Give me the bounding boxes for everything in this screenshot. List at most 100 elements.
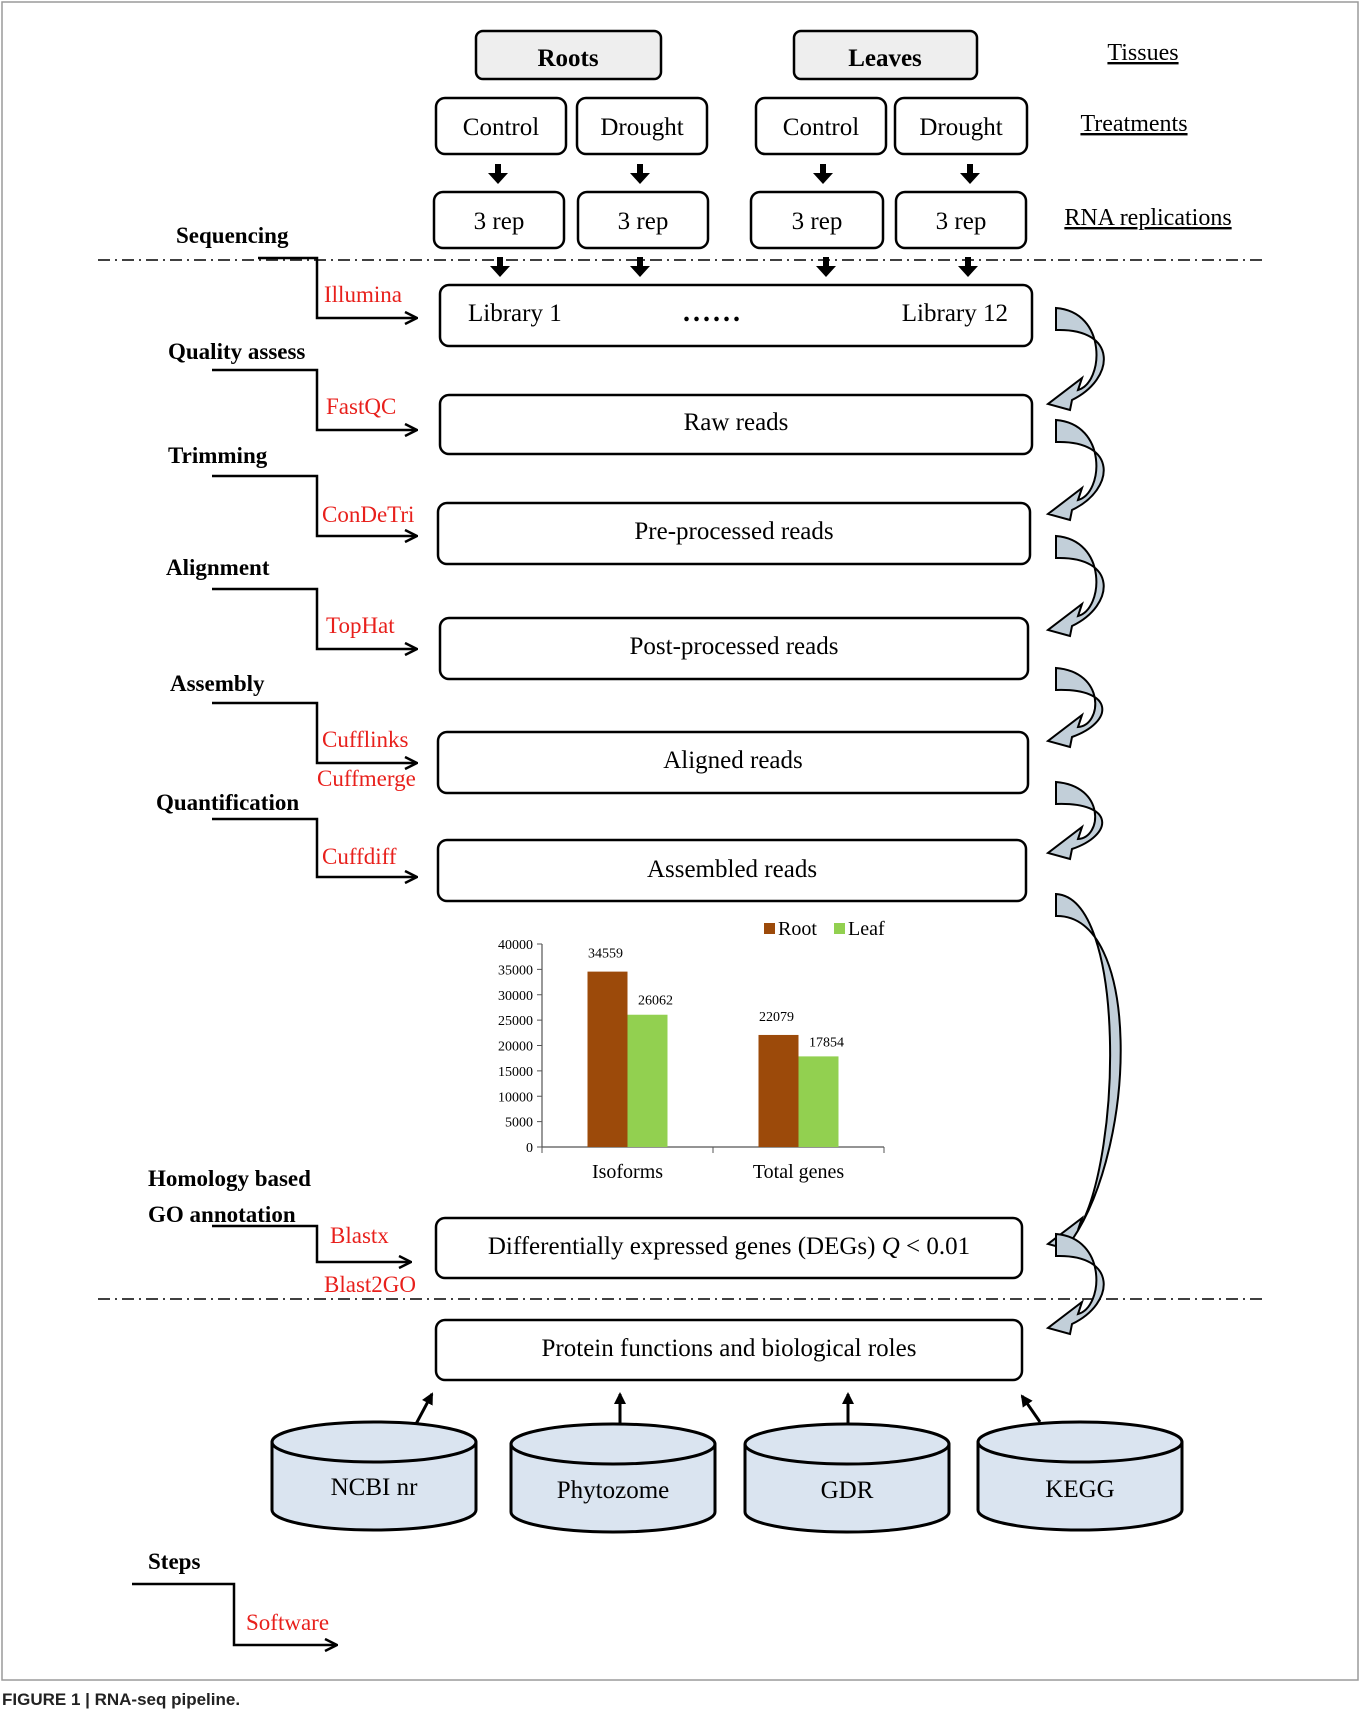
- step-connector: [258, 256, 416, 318]
- y-tick-label: 15000: [498, 1065, 533, 1080]
- flow-arrow: [1045, 666, 1104, 749]
- x-category-label: Total genes: [753, 1161, 845, 1183]
- tissues-header: Tissues: [1107, 40, 1178, 66]
- step-label-alignment: Alignment: [166, 555, 270, 580]
- step-label-sequencing: Sequencing: [176, 223, 289, 248]
- software-label: TopHat: [326, 613, 395, 638]
- y-tick-label: 35000: [498, 963, 533, 978]
- y-tick-label: 40000: [498, 938, 533, 953]
- treatment-label: Control: [463, 114, 539, 141]
- treatment-box: [575, 96, 709, 156]
- stage-label: Aligned reads: [663, 747, 803, 774]
- flow-arrow: [1045, 892, 1122, 1252]
- step-label-quantification: Quantification: [156, 790, 299, 815]
- y-tick-label: 5000: [505, 1116, 533, 1131]
- figure-frame: [1, 1, 1359, 1681]
- y-tick-label: 10000: [498, 1090, 533, 1105]
- flow-arrows: [1045, 306, 1122, 1336]
- step-connector: [212, 474, 416, 536]
- flow-arrow: [1045, 534, 1105, 638]
- replication-label: 3 rep: [474, 208, 525, 235]
- stage-box-assembled: [436, 838, 1028, 903]
- software-label: Cuffdiff: [322, 844, 397, 869]
- bar-value-label: 22079: [759, 1010, 794, 1025]
- down-arrows-replications: [490, 257, 978, 277]
- stage-label: Post-processed reads: [630, 633, 839, 660]
- flow-arrow: [1045, 418, 1105, 522]
- y-tick-label: 30000: [498, 989, 533, 1004]
- legend-label: Root: [778, 918, 817, 940]
- software-label: Blastx: [330, 1223, 389, 1248]
- database-label: KEGG: [1045, 1476, 1114, 1503]
- library-first-label: Library 1: [468, 300, 562, 327]
- library-ellipsis: ......: [683, 297, 743, 328]
- step-label-homology: Homology based: [148, 1166, 311, 1191]
- stage-label: Pre-processed reads: [634, 518, 833, 545]
- software-label: Blast2GO: [324, 1272, 416, 1297]
- database-label: NCBI nr: [331, 1474, 418, 1501]
- step-label-assembly: Assembly: [170, 671, 265, 696]
- bar-value-label: 34559: [588, 947, 623, 962]
- bar-value-label: 17854: [809, 1035, 844, 1050]
- replication-label: 3 rep: [792, 208, 843, 235]
- replication-box: [894, 190, 1028, 250]
- software-label: FastQC: [326, 394, 396, 419]
- database-label: GDR: [821, 1477, 874, 1504]
- library-last-label: Library 12: [902, 300, 1008, 327]
- stage-box-pre-processed: [436, 501, 1032, 566]
- software-label: ConDeTri: [322, 502, 414, 527]
- stage-box-post-processed: [438, 616, 1030, 681]
- tissue-box-roots: [474, 29, 663, 81]
- protein-functions-label: Protein functions and biological roles: [542, 1335, 917, 1362]
- database-label: Phytozome: [557, 1477, 670, 1504]
- legend-connector: [132, 1582, 336, 1645]
- x-category-label: Isoforms: [592, 1161, 663, 1183]
- step-connector: [212, 368, 416, 430]
- bar-root: [758, 1034, 799, 1147]
- bar-leaf: [798, 1056, 839, 1147]
- isoform-gene-bar-chart: 0 5000 10000 15000 20000 25000 30000 35000 40000…: [498, 918, 885, 1183]
- replication-box: [749, 190, 885, 250]
- database-ncbi-nr: NCBI nr: [270, 1420, 478, 1532]
- treatment-label: Drought: [600, 114, 683, 141]
- legend-swatch: [764, 923, 775, 934]
- step-label-trimming: Trimming: [168, 443, 268, 468]
- bar-root: [587, 971, 628, 1147]
- database-phytozome: Phytozome: [509, 1422, 717, 1534]
- tissue-label-roots: Roots: [537, 45, 598, 72]
- database-gdr: GDR: [743, 1422, 951, 1534]
- step-connector: [212, 1224, 410, 1262]
- legend-swatch: [834, 923, 845, 934]
- bar-value-label: 26062: [638, 994, 673, 1009]
- treatment-box: [754, 96, 888, 156]
- treatment-box: [434, 96, 568, 156]
- treatment-label: Drought: [919, 114, 1002, 141]
- step-connector: [212, 701, 416, 763]
- stage-label: Assembled reads: [647, 856, 817, 883]
- replication-label: 3 rep: [618, 208, 669, 235]
- replication-box: [432, 190, 566, 250]
- replication-box: [576, 190, 710, 250]
- stage-box-raw-reads: [438, 393, 1034, 456]
- tissue-box-leaves: [792, 29, 979, 81]
- software-label: Cufflinks: [322, 727, 409, 752]
- bar-leaf: [627, 1014, 668, 1147]
- y-tick-label: 25000: [498, 1014, 533, 1029]
- library-box: [438, 283, 1034, 348]
- software-label: Illumina: [324, 282, 402, 307]
- step-label-go-annotation: GO annotation: [148, 1202, 296, 1227]
- replications-header: RNA replications: [1064, 205, 1231, 231]
- tissue-label-leaves: Leaves: [848, 45, 922, 72]
- treatments-header: Treatments: [1080, 111, 1187, 137]
- step-connector: [212, 587, 416, 649]
- step-label-quality-assess: Quality assess: [168, 339, 305, 364]
- y-tick-label: 0: [526, 1141, 533, 1156]
- flow-arrow: [1045, 306, 1105, 412]
- legend-steps-label: Steps: [148, 1549, 200, 1574]
- figure-caption: FIGURE 1 | RNA-seq pipeline.: [2, 1690, 241, 1709]
- y-tick-label: 20000: [498, 1040, 533, 1055]
- legend-label: Leaf: [848, 918, 885, 940]
- flow-arrow: [1045, 1232, 1105, 1336]
- protein-functions-box: [434, 1318, 1024, 1382]
